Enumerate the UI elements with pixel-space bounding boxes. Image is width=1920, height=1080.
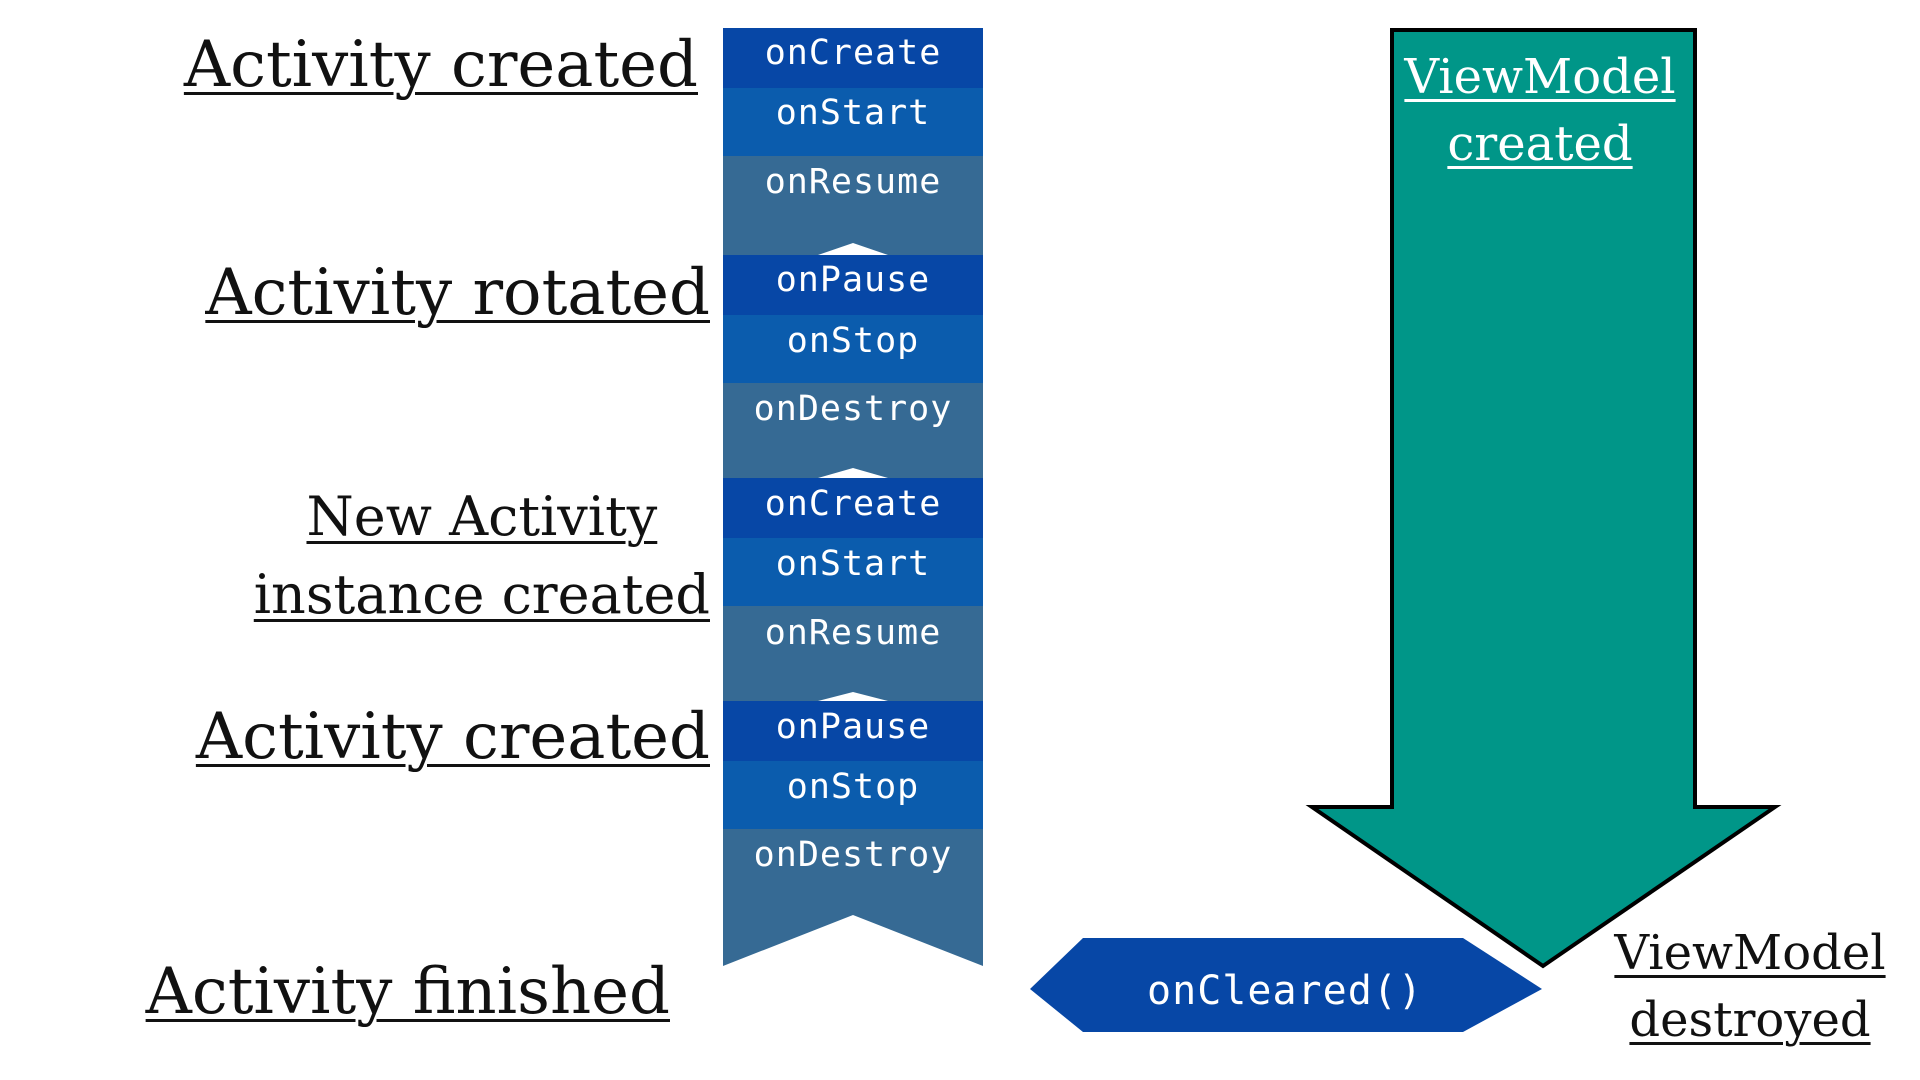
method-label-ondestroy-1: onDestroy (753, 389, 953, 429)
event-label-line: Activity finished (145, 955, 670, 1029)
method-block-onpause-1 (723, 255, 983, 315)
method-block-ondestroy-2 (723, 829, 983, 966)
event-label-line: Activity rotated (205, 256, 710, 330)
event-label-activity-finished: Activity finished (146, 955, 670, 1031)
method-label-onpause-2: onPause (775, 707, 931, 747)
viewmodel-lifetime-arrow (1305, 28, 1782, 969)
event-label-activity-rotated: Activity rotated (205, 256, 710, 332)
method-label-oncreate-1: onCreate (764, 33, 942, 73)
event-label-activity-created-1: Activity created (184, 28, 698, 104)
method-label-oncreate-2: onCreate (764, 484, 942, 524)
method-block-onpause-2 (723, 701, 983, 761)
lifecycle-column-shapes (723, 28, 983, 966)
method-block-onstop-1 (723, 315, 983, 383)
method-block-onstart-1 (723, 88, 983, 156)
event-label-activity-created-2: Activity created (196, 700, 710, 776)
method-block-oncreate-2 (723, 478, 983, 538)
oncleared-label: onCleared() (1147, 968, 1423, 1014)
method-label-onresume-1: onResume (764, 162, 942, 202)
oncleared-hexagon (1030, 938, 1542, 1032)
event-label-line: Activity created (183, 28, 698, 102)
method-block-onresume-1 (723, 156, 983, 255)
method-block-onstart-2 (723, 538, 983, 606)
viewmodel-destroyed-line: ViewModel (1614, 925, 1886, 981)
method-block-onstop-2 (723, 761, 983, 829)
method-label-onstart-2: onStart (775, 544, 931, 584)
method-label-onstop-1: onStop (786, 321, 920, 361)
method-label-onresume-2: onResume (764, 613, 942, 653)
viewmodel-destroyed-label: ViewModel destroyed (1600, 920, 1900, 1054)
event-label-line: New Activity (306, 485, 658, 548)
event-label-line: Activity created (195, 700, 710, 774)
method-block-onresume-2 (723, 606, 983, 701)
method-block-oncreate-1 (723, 28, 983, 88)
event-label-new-activity-instance: New Activity instance created (254, 478, 710, 635)
method-label-ondestroy-2: onDestroy (753, 835, 953, 875)
method-label-onstop-2: onStop (786, 767, 920, 807)
viewmodel-created-label: ViewModel created (1390, 44, 1690, 178)
event-label-line: instance created (253, 563, 710, 627)
viewmodel-created-line: created (1447, 116, 1633, 173)
viewmodel-destroyed-line: destroyed (1629, 992, 1871, 1049)
viewmodel-created-line: ViewModel (1404, 49, 1676, 105)
method-block-ondestroy-1 (723, 383, 983, 478)
method-label-onpause-1: onPause (775, 260, 931, 300)
method-label-onstart-1: onStart (775, 93, 931, 133)
